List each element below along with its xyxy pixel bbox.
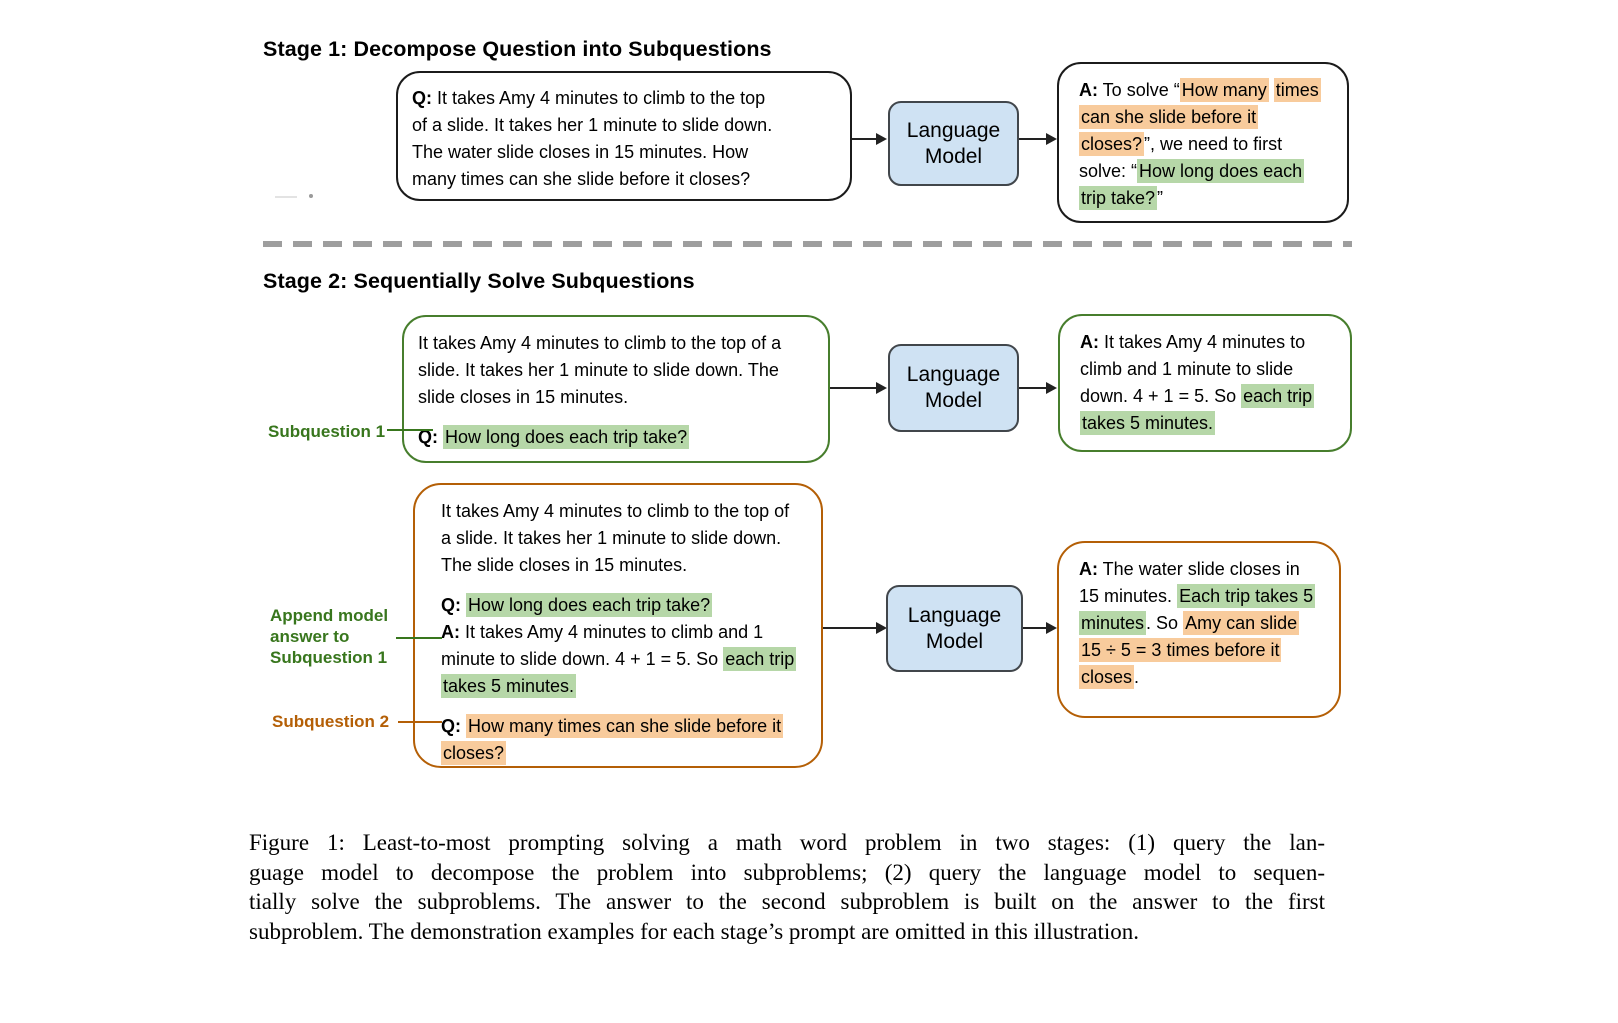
arrow-line [830, 387, 878, 390]
language-model-box-1: Language Model [888, 101, 1019, 186]
stage1-title: Stage 1: Decompose Question into Subques… [263, 37, 772, 61]
language-model-box-2: Language Model [888, 344, 1019, 432]
stray-mark [275, 196, 297, 198]
arrow-head-icon [1046, 382, 1057, 394]
arrow-line [852, 138, 878, 141]
arrow-line [1019, 387, 1048, 390]
arrow-head-icon [876, 382, 887, 394]
stage-divider [263, 241, 1352, 247]
stage2-title: Stage 2: Sequentially Solve Subquestions [263, 269, 695, 293]
caption-line: tially solve the subproblems. The answer… [249, 889, 1325, 914]
arrow-head-icon [1046, 622, 1057, 634]
arrow-line [1023, 627, 1048, 630]
arrow-line [823, 627, 878, 630]
arrow-head-icon [876, 133, 887, 145]
language-model-box-3: Language Model [886, 585, 1023, 672]
stage1-question-box: Q: It takes Amy 4 minutes to climb to th… [396, 71, 852, 201]
figure-caption: Figure 1: Least-to-most prompting solvin… [249, 828, 1325, 946]
subquestion1-connector [387, 429, 433, 432]
subquestion1-label: Subquestion 1 [268, 422, 386, 441]
arrow-head-icon [876, 622, 887, 634]
stray-mark [309, 194, 313, 198]
subquestion2-label: Subquestion 2 [272, 712, 390, 731]
subquestion2-connector [398, 721, 442, 724]
caption-line: Figure 1: Least-to-most prompting solvin… [249, 830, 1325, 855]
arrow-line [1019, 138, 1048, 141]
caption-line: subproblem. The demonstration examples f… [249, 918, 1139, 944]
append-answer-label: Append model answer to Subquestion 1 [270, 606, 389, 667]
stage2-subquestion2-prompt-box: It takes Amy 4 minutes to climb to the t… [413, 483, 823, 768]
stage2-subquestion1-prompt-box: It takes Amy 4 minutes to climb to the t… [402, 315, 830, 463]
arrow-head-icon [1046, 133, 1057, 145]
append-answer-connector [396, 637, 442, 640]
caption-line: guage model to decompose the problem int… [249, 859, 1325, 885]
